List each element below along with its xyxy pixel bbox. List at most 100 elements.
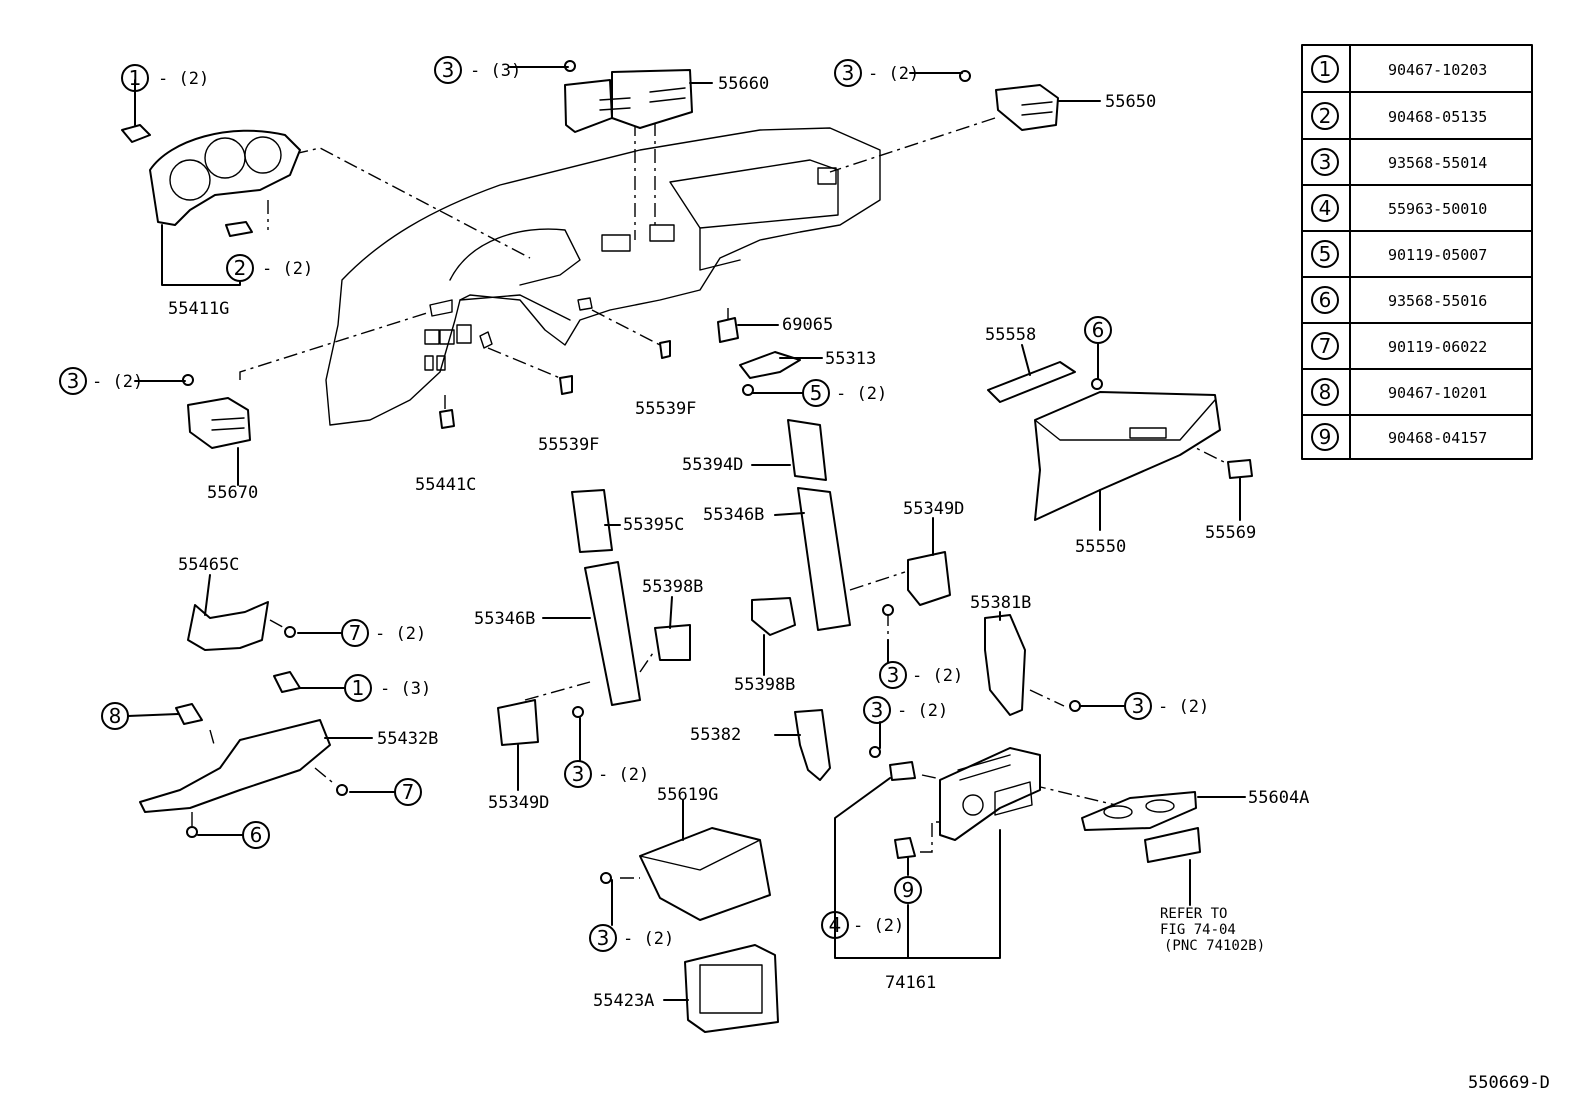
clip-2 (225, 221, 253, 237)
svg-text:3: 3 (1132, 694, 1145, 718)
svg-text:- (2): - (2) (158, 69, 209, 89)
svg-text:90468-05135: 90468-05135 (1388, 108, 1487, 126)
bracket-55313 (739, 351, 801, 379)
svg-text:7: 7 (402, 780, 415, 804)
label-55395C: 55395C (623, 515, 684, 535)
pointer-lines (127, 66, 1246, 1001)
svg-text:3: 3 (572, 762, 585, 786)
cover-55346B-left (584, 561, 641, 706)
glove-box-55550 (1034, 391, 1221, 521)
svg-text:- (2): - (2) (853, 916, 904, 936)
svg-text:1: 1 (352, 676, 365, 700)
svg-text:3: 3 (842, 61, 855, 85)
svg-text:6: 6 (1319, 288, 1332, 312)
svg-text:3: 3 (871, 698, 884, 722)
garnish-55395C (571, 489, 613, 553)
svg-text:6: 6 (250, 823, 263, 847)
svg-text:1: 1 (1319, 57, 1332, 81)
refer-line-2: FIG 74-04 (1160, 922, 1236, 938)
svg-text:- (2): - (2) (912, 666, 963, 686)
label-55346B-right: 55346B (703, 505, 764, 525)
svg-text:1: 1 (129, 66, 142, 90)
callout-3-d: 3 - (2) (879, 661, 963, 689)
bezel-55423A (684, 944, 779, 1033)
svg-text:7: 7 (1319, 334, 1332, 358)
svg-text:8: 8 (1319, 380, 1332, 404)
svg-text:- (3): - (3) (470, 61, 521, 81)
reinforcement-55465C (187, 601, 269, 651)
svg-text:- (2): - (2) (623, 929, 674, 949)
svg-text:8: 8 (109, 704, 122, 728)
svg-text:2: 2 (234, 256, 247, 280)
svg-text:9: 9 (902, 878, 915, 902)
legend-row-3: 3 93568-55014 (1311, 148, 1487, 176)
callout-3-a: 3 - (3) (434, 56, 521, 84)
label-55441C: 55441C (415, 475, 476, 495)
label-55670: 55670 (207, 483, 258, 503)
bracket-55398B-right (751, 597, 796, 636)
pad-55349D-left (497, 699, 539, 746)
label-55398B-left: 55398B (642, 577, 703, 597)
svg-text:93568-55014: 93568-55014 (1388, 154, 1487, 172)
svg-text:93568-55016: 93568-55016 (1388, 292, 1487, 310)
label-74161: 74161 (885, 973, 936, 993)
svg-text:9: 9 (1319, 425, 1332, 449)
stopper-55569 (1227, 459, 1253, 479)
svg-text:90467-10201: 90467-10201 (1388, 384, 1487, 402)
figure-id: 550669-D (1468, 1073, 1550, 1093)
svg-text:6: 6 (1092, 318, 1105, 342)
part-labels: 55411G 55660 55650 55670 55441C 55539F 5… (168, 74, 1550, 1093)
label-55558: 55558 (985, 325, 1036, 345)
svg-text:- (2): - (2) (868, 64, 919, 84)
callout-4: 4 - (2) (821, 911, 904, 939)
label-55346B-left: 55346B (474, 609, 535, 629)
side-vent-55670 (187, 397, 251, 449)
bracket-clip-9 (894, 837, 916, 859)
label-55349D-left: 55349D (488, 793, 549, 813)
svg-text:- (2): - (2) (598, 765, 649, 785)
switch-69065 (717, 317, 739, 343)
garnish-55394D (787, 419, 827, 481)
callout-1-a: 1 - (2) (121, 64, 209, 92)
svg-text:- (2): - (2) (836, 384, 887, 404)
svg-text:5: 5 (1319, 242, 1332, 266)
label-55539F-a: 55539F (538, 435, 599, 455)
label-55569: 55569 (1205, 523, 1256, 543)
cup-holder-55604A (1081, 791, 1197, 831)
callout-7-b: 7 (394, 778, 422, 806)
legend-row-8: 8 90467-10201 (1311, 378, 1487, 406)
svg-text:90468-04157: 90468-04157 (1388, 429, 1487, 447)
cover-55346B-right (797, 487, 851, 631)
damper-55558 (987, 361, 1076, 403)
box-55619G (639, 827, 771, 921)
refer-line-1: REFER TO (1160, 906, 1227, 922)
svg-text:3: 3 (442, 58, 455, 82)
callout-3-c: 3 - (2) (59, 367, 143, 395)
label-55539F-b: 55539F (635, 399, 696, 419)
svg-text:7: 7 (349, 621, 362, 645)
label-55660: 55660 (718, 74, 769, 94)
callout-group: 1 - (2) 2 - (2) 3 - (3) 3 - (2) 3 - (2) … (59, 56, 1209, 952)
svg-text:90119-05007: 90119-05007 (1388, 246, 1487, 264)
label-55465C: 55465C (178, 555, 239, 575)
svg-text:3: 3 (887, 663, 900, 687)
callout-3-b: 3 - (2) (834, 59, 919, 87)
svg-text:3: 3 (1319, 150, 1332, 174)
svg-text:3: 3 (67, 369, 80, 393)
bracket-55382 (794, 709, 831, 781)
legend-row-2: 2 90468-05135 (1311, 102, 1487, 130)
callout-3-g: 3 - (2) (564, 760, 649, 788)
center-cluster-74161 (939, 747, 1041, 841)
label-55398B-right: 55398B (734, 675, 795, 695)
callout-5: 5 - (2) (802, 379, 887, 407)
legend-row-5: 5 90119-05007 (1311, 240, 1487, 268)
svg-text:- (2): - (2) (262, 259, 313, 279)
svg-text:5: 5 (810, 381, 823, 405)
label-55550: 55550 (1075, 537, 1126, 557)
callout-9: 9 (894, 876, 922, 904)
svg-text:2: 2 (1319, 104, 1332, 128)
legend-row-6: 6 93568-55016 (1311, 286, 1487, 314)
